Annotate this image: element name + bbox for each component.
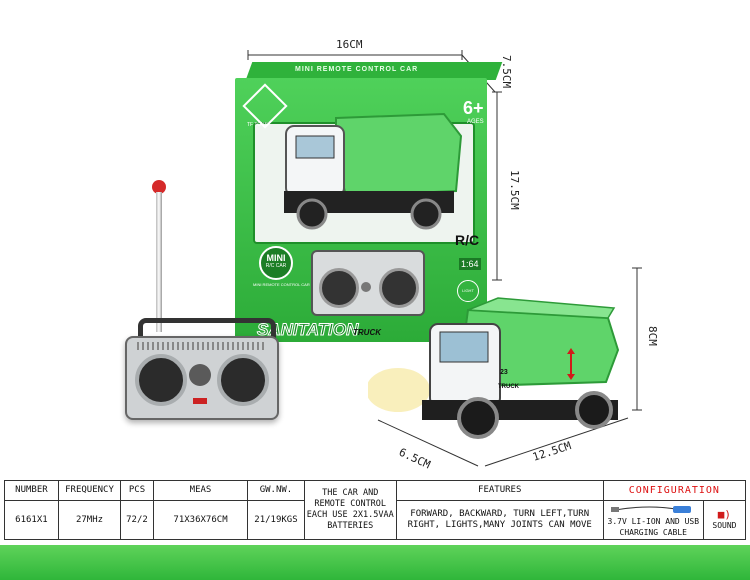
truck-cab-label: TRUCK bbox=[498, 384, 519, 390]
brand-name: TF TOYS bbox=[247, 122, 268, 128]
remote-switch bbox=[193, 398, 207, 404]
truck-cab-number: 23 bbox=[500, 369, 508, 376]
mini-car-badge: MINI R/C CAR bbox=[259, 246, 293, 280]
scale-label: 1:64 bbox=[459, 258, 481, 270]
truck-height-label: 8CM bbox=[646, 326, 659, 346]
mini-caption: MINI REMOTE CONTROL CAR bbox=[253, 282, 310, 287]
header-pcs: PCS bbox=[120, 480, 154, 501]
battery-note: THE CAR AND REMOTE CONTROL EACH USE 2X1.… bbox=[303, 480, 397, 540]
value-meas: 71X36X76CM bbox=[152, 500, 249, 540]
box-height-label: 17.5CM bbox=[508, 170, 521, 210]
remote-control-image bbox=[125, 336, 279, 420]
value-frequency: 27MHz bbox=[57, 500, 122, 540]
value-number: 6161X1 bbox=[4, 500, 59, 540]
features-header: FEATURES bbox=[395, 480, 604, 501]
value-pcs: 72/2 bbox=[120, 500, 154, 540]
mini-badge-sub: R/C CAR bbox=[265, 263, 287, 269]
spec-table: NUMBER FREQUENCY PCS MEAS GW.NW. THE CAR… bbox=[4, 480, 747, 540]
antenna-tip bbox=[152, 180, 166, 194]
speaker-icon: ■) bbox=[717, 508, 732, 521]
box-header-text: MINI REMOTE CONTROL CAR bbox=[295, 66, 419, 73]
rc-label: R/C bbox=[455, 232, 480, 248]
header-gw-nw: GW.NW. bbox=[247, 480, 305, 501]
configuration-title: CONFIGURATION bbox=[602, 480, 747, 501]
remote-knob bbox=[189, 364, 211, 386]
age-sub-label: AGES bbox=[467, 119, 484, 125]
sound-cell: ■) SOUND bbox=[702, 500, 747, 540]
value-gw-nw: 21/19KGS bbox=[247, 500, 305, 540]
config-item-text: 3.7V LI-ION AND USB CHARGING CABLE bbox=[607, 517, 700, 537]
box-truck-image bbox=[284, 112, 463, 230]
remote-handle bbox=[138, 318, 276, 343]
remote-speaker-left bbox=[135, 354, 187, 406]
bottom-green-bar bbox=[0, 545, 750, 580]
mini-badge-text: MINI bbox=[266, 253, 286, 263]
age-label: 6+ bbox=[463, 98, 484, 118]
header-frequency: FREQUENCY bbox=[57, 480, 122, 501]
features-text: FORWARD, BACKWARD, TURN LEFT,TURN RIGHT,… bbox=[395, 500, 604, 540]
box-width-label: 16CM bbox=[336, 38, 363, 51]
remote-grille bbox=[137, 342, 265, 350]
remote-speaker-right bbox=[217, 354, 269, 406]
sanitation-truck-image bbox=[368, 297, 620, 439]
usb-cable-icon bbox=[611, 506, 692, 513]
remote-antenna bbox=[156, 192, 162, 332]
light-badge: LIGHT bbox=[457, 280, 479, 302]
box-title: SANITATION bbox=[256, 320, 359, 340]
sound-label: SOUND bbox=[712, 521, 737, 530]
box-remote-image bbox=[311, 250, 425, 316]
box-title-sub: TRUCK bbox=[353, 328, 381, 337]
config-item-cell: 3.7V LI-ION AND USB CHARGING CABLE bbox=[602, 500, 704, 540]
header-number: NUMBER bbox=[4, 480, 59, 501]
header-meas: MEAS bbox=[152, 480, 249, 501]
box-depth-label: 7.5CM bbox=[500, 55, 513, 89]
